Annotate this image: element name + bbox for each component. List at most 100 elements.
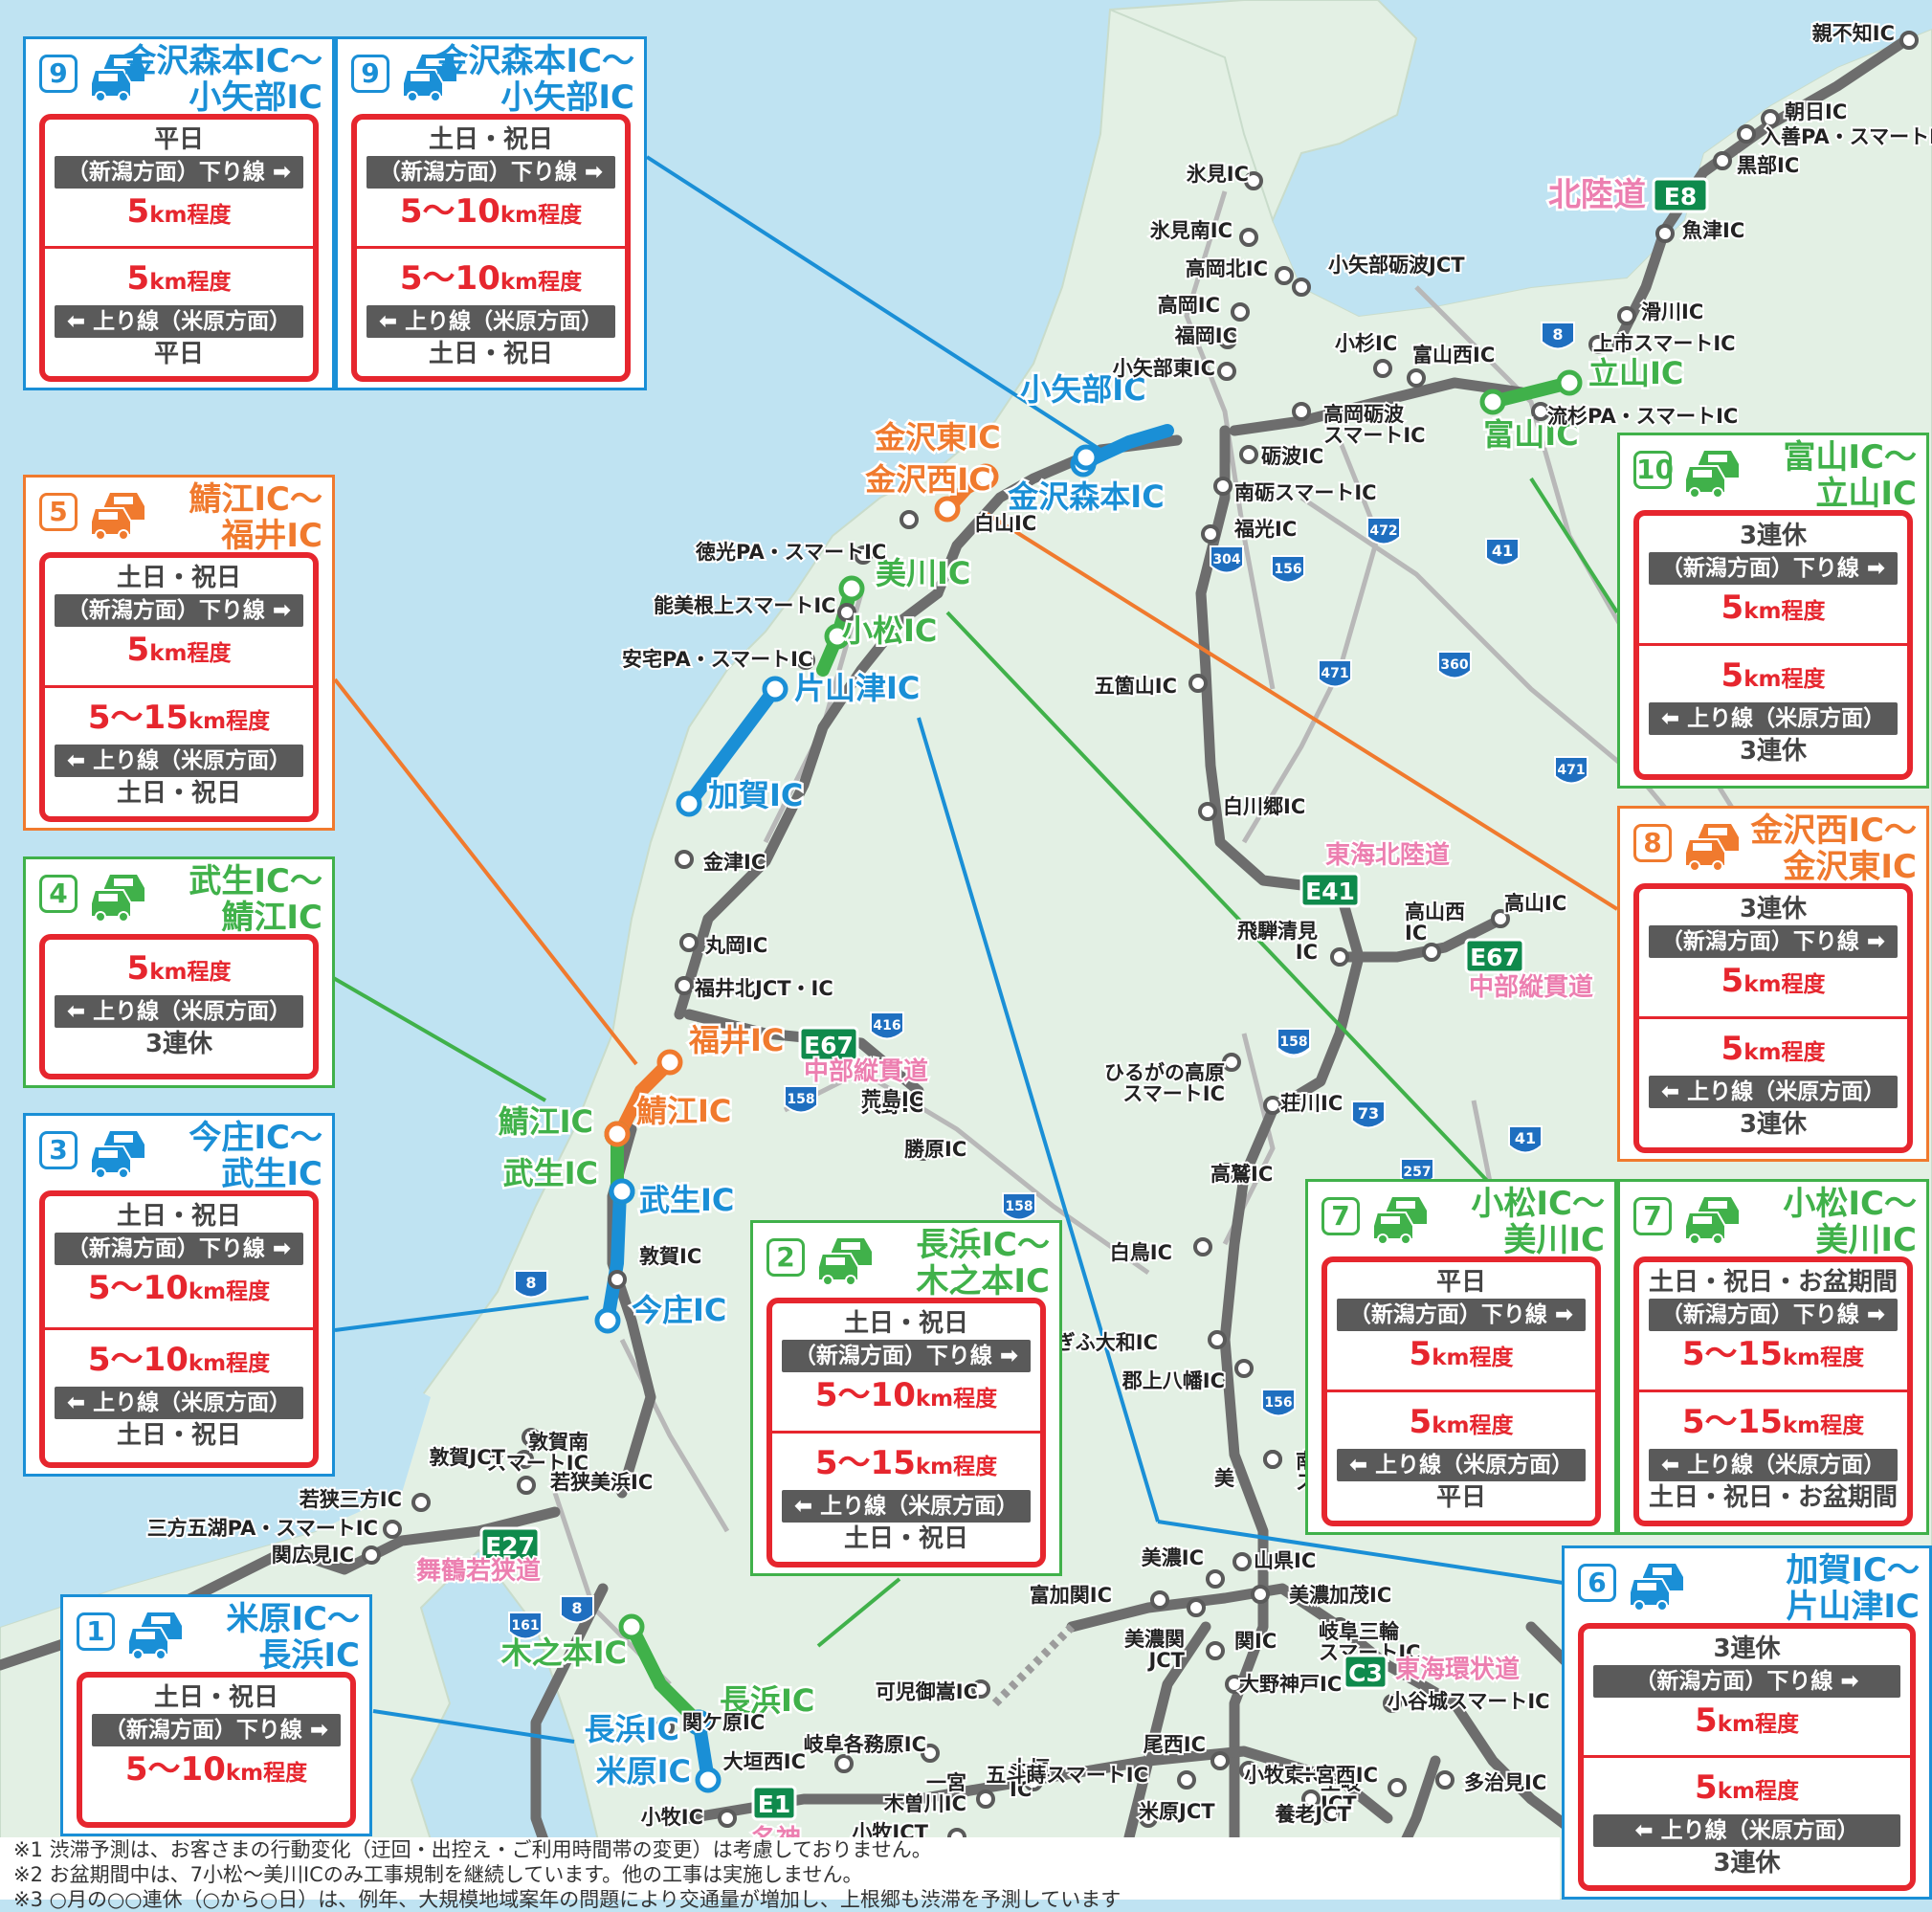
ic-label-green: 立山IC xyxy=(1588,355,1683,391)
ic-marker-small xyxy=(1292,402,1311,421)
car-icon xyxy=(90,875,144,923)
map-labels: 小矢部IC金沢森本IC金沢東IC金沢西IC美川IC小松IC片山津IC加賀IC福井… xyxy=(145,20,1932,1900)
ic-label: 黒部IC xyxy=(1737,154,1799,177)
national-route-number: 471 xyxy=(1321,666,1348,681)
car-icon xyxy=(1684,451,1739,499)
ic-marker-small xyxy=(1193,1237,1212,1256)
car-icon xyxy=(1684,1197,1739,1245)
ic-label: 砺波IC xyxy=(1261,445,1323,468)
route-name-tokai-kanjo: 東海環状道 xyxy=(1395,1655,1520,1684)
ic-marker-small xyxy=(1222,1053,1241,1072)
ic-marker xyxy=(656,1049,683,1076)
national-route-badge xyxy=(784,1085,818,1114)
ic-label: 福光IC xyxy=(1233,518,1297,541)
direction-down-label: （新潟方面）下り線 ➡ xyxy=(1337,1299,1586,1331)
ic-marker-small xyxy=(976,1790,995,1809)
jam-length-up: 5～15km程度 xyxy=(45,695,313,745)
ic-marker-small xyxy=(1388,1778,1407,1797)
route-shield-e67 xyxy=(1464,938,1525,974)
ic-label-blue: 武生IC xyxy=(639,1182,734,1218)
national-route-badge xyxy=(1554,756,1588,785)
ic-label: 滑川IC xyxy=(1641,300,1703,323)
ic-label: 白山IC xyxy=(974,512,1036,535)
segment-number: 3 xyxy=(39,1131,78,1169)
ic-label: 五斗蒔スマートIC xyxy=(986,1764,1148,1787)
panel-header: 6 加賀IC～ 片山津IC xyxy=(1565,1548,1929,1629)
unit-label: km程度 xyxy=(500,270,583,295)
congestion-panel-9b: 9 金沢森本IC～ 小矢部IC 土日・祝日（新潟方面）下り線 ➡5～10km程度… xyxy=(335,36,647,390)
unit-label: km程度 xyxy=(188,1279,271,1304)
ic-marker-small xyxy=(1251,1585,1270,1604)
card-divider xyxy=(772,1431,1040,1434)
ic-marker-small xyxy=(1899,31,1919,50)
footnotes: ※1 渋滞予測は、お客さまの行動変化（迂回・出控え・ご利用時間帯の変更）は考慮し… xyxy=(0,1837,1560,1911)
ic-label-blue: 小矢部IC xyxy=(1020,371,1145,408)
jam-length-up: 5～15km程度 xyxy=(1639,1399,1907,1449)
ic-marker-small xyxy=(1330,947,1349,967)
ic-label: 高山IC xyxy=(1504,892,1566,915)
jam-value: 5～10 xyxy=(814,1376,916,1414)
ic-marker-small xyxy=(1231,302,1250,322)
ic-label: 小牧IC xyxy=(641,1806,703,1829)
ic-label: 一宮 xyxy=(926,1771,966,1794)
panel-header: 5 鯖江IC～ 福井IC xyxy=(26,478,332,558)
national-route-badge xyxy=(508,1612,543,1640)
ic-label: 福岡IC xyxy=(1174,324,1237,347)
unit-label: km程度 xyxy=(188,1351,271,1376)
unit-label: km程度 xyxy=(149,203,232,228)
ic-label: 富山西IC xyxy=(1412,344,1495,367)
card-divider xyxy=(357,246,625,249)
ic-label: 岐阜各務原IC xyxy=(804,1733,926,1756)
ic-label: IC xyxy=(1405,922,1427,945)
card-divider xyxy=(1639,643,1907,646)
day-type-label: 土日・祝日 xyxy=(116,779,241,808)
ic-label: 高岡砺波 xyxy=(1323,403,1405,426)
jam-length-up: 5km程度 xyxy=(45,945,313,995)
segment-number: 4 xyxy=(39,875,78,913)
ic-marker-small xyxy=(854,545,873,565)
leader-lines xyxy=(328,155,1619,1744)
day-type-label: 土日・祝日 xyxy=(153,1683,278,1712)
route-shield-e67-text: E67 xyxy=(1470,944,1520,971)
ic-label: 徳光PA・スマートIC xyxy=(695,541,886,564)
jam-length-down: 5km程度 xyxy=(1639,958,1907,1008)
ic-marker-small xyxy=(1225,1675,1244,1694)
direction-up-label: ⬅ 上り線（米原方面） xyxy=(782,1490,1031,1523)
day-type-label: 3連休 xyxy=(1739,895,1808,923)
jam-length-down: 5～10km程度 xyxy=(82,1746,350,1796)
ic-label-green: 鯖江IC xyxy=(499,1103,593,1140)
ic-marker-small xyxy=(1210,1751,1230,1770)
ic-marker-small xyxy=(899,510,919,529)
ic-marker-small xyxy=(1024,1772,1043,1791)
ic-label: 荘川IC xyxy=(1280,1092,1343,1115)
ic-marker-small xyxy=(1263,1096,1282,1115)
card-divider xyxy=(1327,1390,1595,1392)
national-route-number: 158 xyxy=(1005,1199,1033,1214)
ic-marker-small xyxy=(1232,1552,1252,1571)
ic-label: 飛騨清見 xyxy=(1237,920,1318,943)
ic-label-green: 長浜IC xyxy=(720,1682,814,1719)
ic-label: スマートIC xyxy=(1323,424,1426,447)
ic-marker-small xyxy=(1139,1809,1158,1828)
day-type-label: 土日・祝日・お盆期間 xyxy=(1648,1483,1898,1512)
ic-marker-small xyxy=(1239,228,1258,247)
jam-value: 5 xyxy=(1721,656,1744,695)
ic-marker xyxy=(594,1307,621,1334)
ic-label: 養老JCT xyxy=(1274,1803,1351,1826)
ic-marker-small xyxy=(796,651,815,670)
ic-label: 南砺スマートIC xyxy=(1234,481,1377,504)
ic-label: 荒島IC xyxy=(861,1088,923,1111)
note-1: ※1 渋滞予測は、お客さまの行動変化（迂回・出控え・ご利用時間帯の変更）は考慮し… xyxy=(13,1838,932,1861)
ic-label-orange: 福井IC xyxy=(688,1022,784,1058)
ic-label: 敦賀南 xyxy=(528,1431,588,1454)
ic-label: 高岡IC xyxy=(1158,294,1220,317)
ic-marker-small xyxy=(1531,402,1550,421)
ic-marker-small xyxy=(1187,1598,1206,1617)
segment-title: 金沢森本IC～ 小矢部IC xyxy=(123,42,322,117)
segment-title: 金沢西IC～ 金沢東IC xyxy=(1750,811,1917,886)
ic-marker-small xyxy=(675,976,694,995)
ic-marker-small xyxy=(837,603,856,622)
route-name-chubu-jukan: 中部縦貫道 xyxy=(1469,972,1593,1002)
